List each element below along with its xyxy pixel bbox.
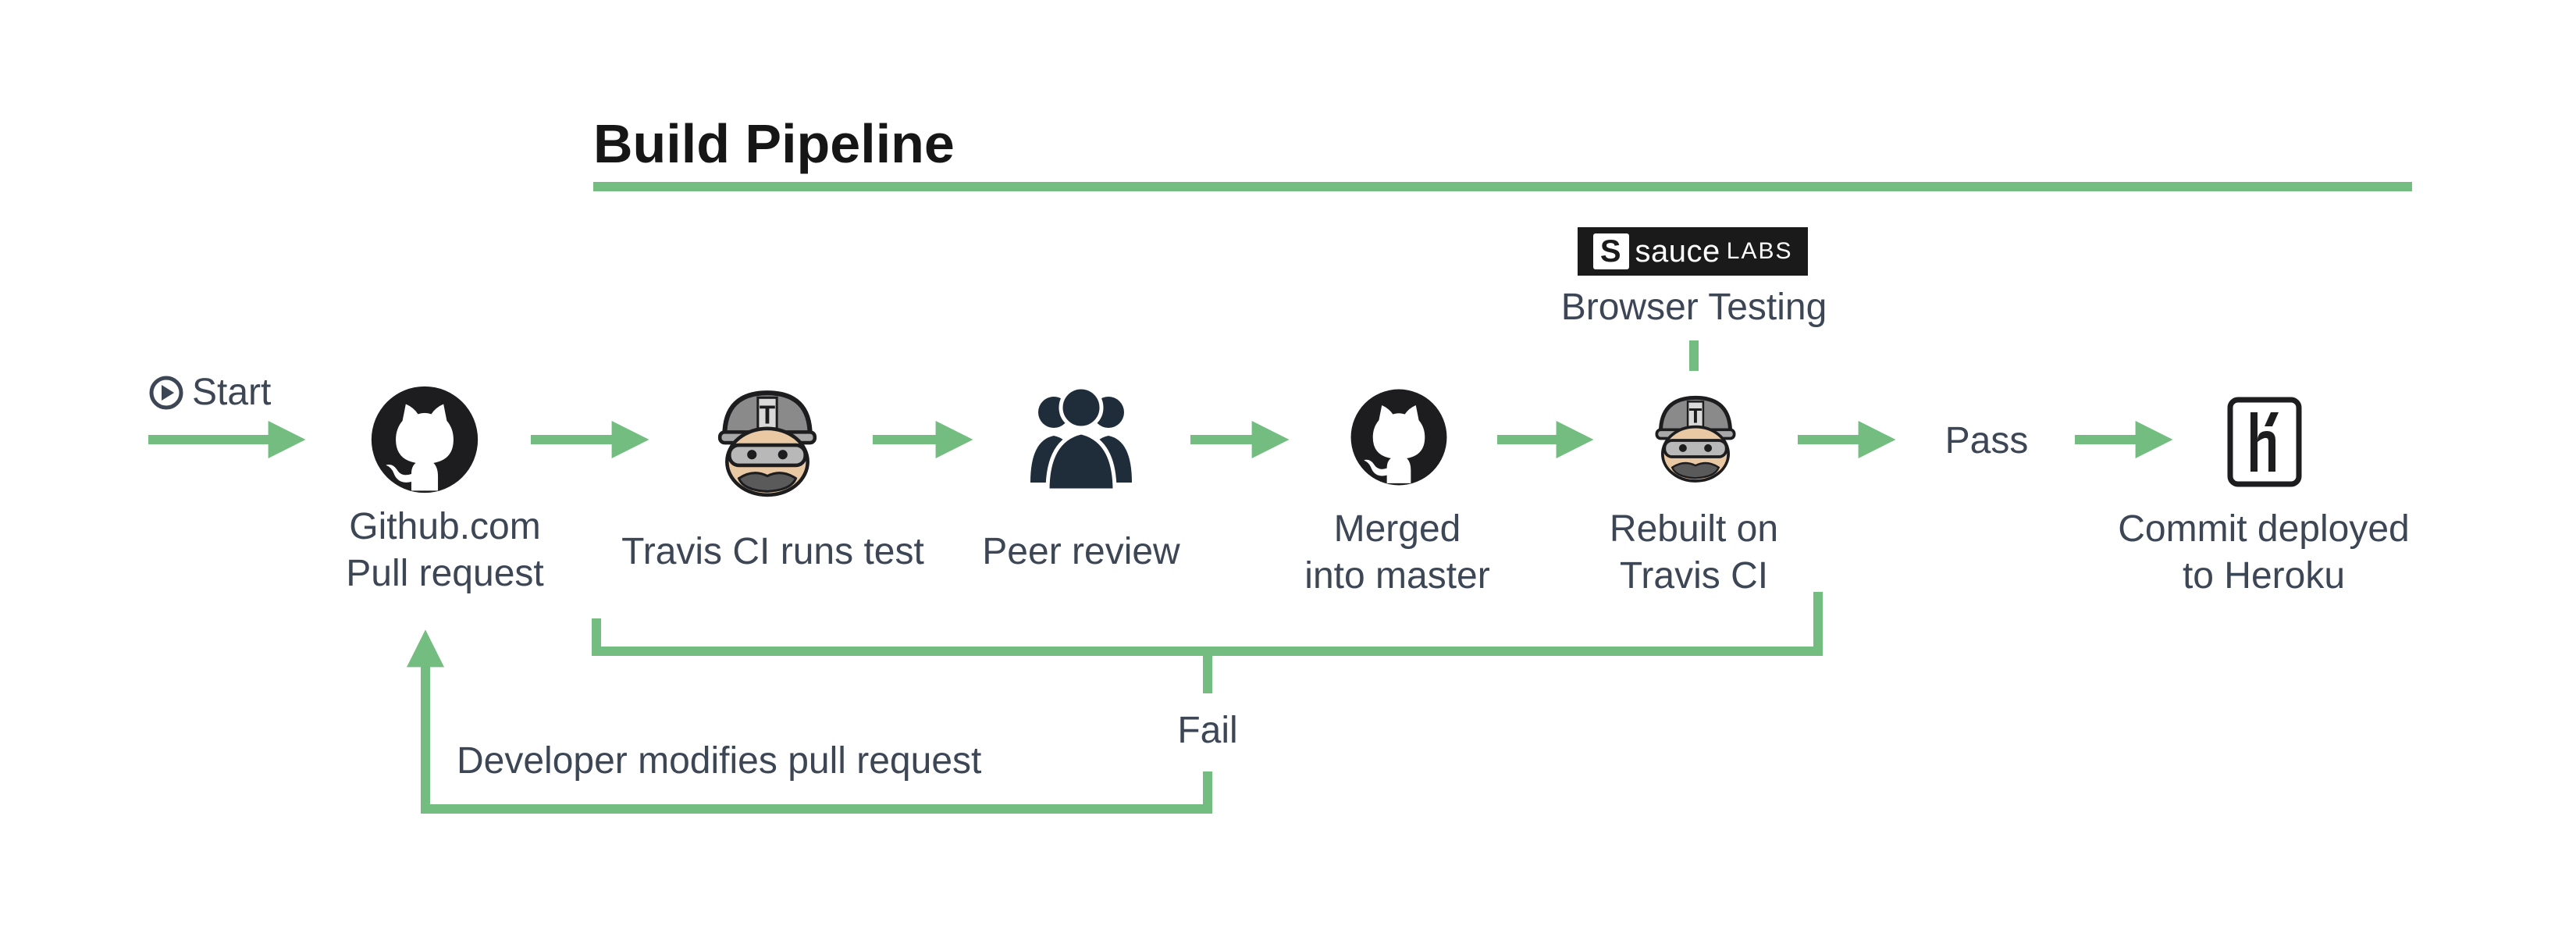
- svg-text:T: T: [1689, 404, 1703, 428]
- deployed-line2: to Heroku: [2182, 555, 2346, 597]
- fail-label: Fail: [1177, 710, 1238, 751]
- rebuilt-line1: Rebuilt on: [1609, 508, 1779, 550]
- fail-bracket: [592, 592, 1823, 656]
- sauce-labs-mark: S: [1592, 233, 1629, 269]
- developer-modifies-label: Developer modifies pull request: [457, 740, 982, 782]
- feedback-loop: [407, 629, 1212, 814]
- pull-request-line2: Pull request: [346, 553, 544, 594]
- merged-line1: Merged: [1333, 508, 1461, 550]
- sauce-labs-logo: S sauce LABS: [1578, 227, 1808, 276]
- play-circle-icon: [149, 376, 183, 410]
- rebuilt-line2: Travis CI: [1619, 555, 1769, 597]
- start-label: Start: [192, 372, 272, 413]
- diagram-title: Build Pipeline: [593, 113, 955, 174]
- svg-text:T: T: [760, 401, 776, 430]
- sauce-labs-wordmark: sauce: [1635, 233, 1720, 269]
- github-octocat-icon: [1350, 389, 1447, 486]
- github-octocat-icon: [371, 386, 479, 493]
- merged-line2: into master: [1304, 555, 1490, 597]
- browser-testing-label: Browser Testing: [1560, 287, 1827, 328]
- pass-label: Pass: [1944, 420, 2029, 461]
- sauce-labs-wordmark-labs: LABS: [1726, 238, 1793, 264]
- deployed-line1: Commit deployed: [2118, 508, 2410, 550]
- pull-request-line1: Github.com: [349, 506, 541, 547]
- heroku-logo-icon: [2227, 397, 2302, 487]
- peer-review-label: Peer review: [982, 531, 1180, 572]
- travis-ci-mascot-icon: T: [717, 390, 817, 497]
- travis-test-label: Travis CI runs test: [621, 531, 924, 572]
- people-group-icon: [1030, 385, 1132, 493]
- travis-ci-mascot-icon: T: [1655, 395, 1736, 483]
